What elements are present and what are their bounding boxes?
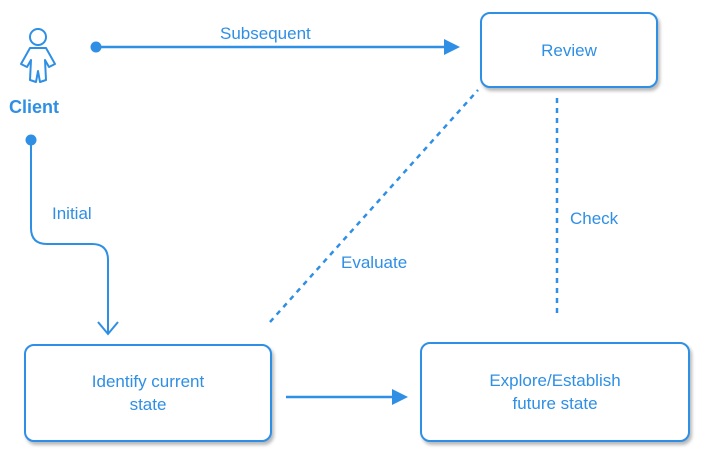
arrow-initial <box>25 134 119 336</box>
edge-label-subsequent: Subsequent <box>220 24 311 43</box>
edge-label-check: Check <box>570 209 619 228</box>
arrow-identify-to-explore <box>286 389 408 405</box>
node-identify-label: Identify current state <box>92 370 204 416</box>
node-explore-line2: future state <box>512 394 598 413</box>
node-explore-line1: Explore/Establish <box>489 371 621 390</box>
person-icon <box>20 28 56 83</box>
node-explore-future-state: Explore/Establish future state <box>420 342 690 442</box>
connector-evaluate <box>269 89 479 323</box>
node-identify-line2: state <box>129 395 167 414</box>
node-explore-label: Explore/Establish future state <box>489 369 620 415</box>
arrow-subsequent <box>90 39 460 55</box>
node-identify-line1: Identify current <box>91 372 205 391</box>
node-review: Review <box>480 12 658 88</box>
node-identify-current-state: Identify current state <box>24 344 272 442</box>
edge-label-evaluate: Evaluate <box>341 253 408 272</box>
node-review-label: Review <box>541 40 597 60</box>
edge-label-initial: Initial <box>52 204 92 223</box>
client-label: Client <box>9 97 60 117</box>
